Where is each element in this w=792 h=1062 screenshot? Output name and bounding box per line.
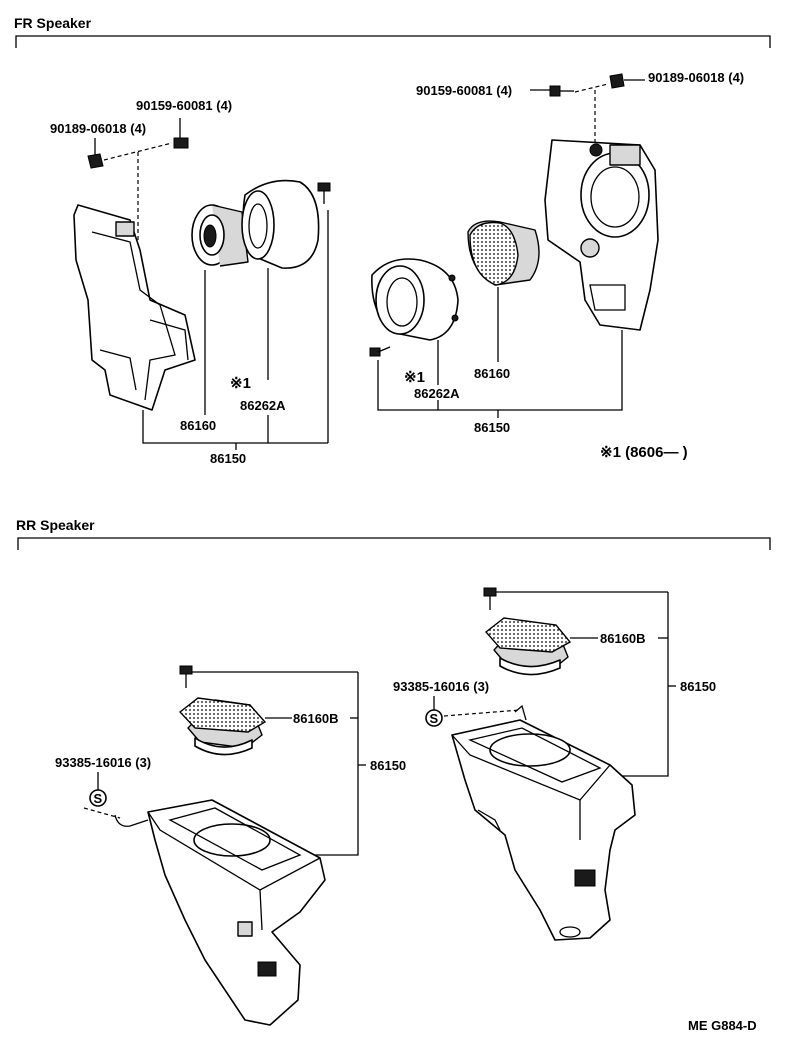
figure-code: ME G884-D	[688, 1018, 757, 1033]
fr-speaker-label: 86160	[474, 366, 510, 381]
fl-cover-86262A	[241, 179, 320, 269]
fl-screw	[173, 118, 189, 149]
fl-assembly-bracket-line	[142, 410, 328, 444]
fr-screw	[530, 85, 574, 97]
fr-cover-86262A	[371, 258, 459, 341]
fr-cover-label: 86262A	[414, 386, 460, 401]
rear-right-group: 86160B 86150 93385-16016 (3) S	[393, 587, 716, 941]
fl-nut	[87, 138, 104, 169]
footnote: ※1 (8606— )	[600, 444, 688, 461]
rear-section-bracket	[17, 537, 771, 550]
rr-assembly-bracket-line	[612, 592, 669, 777]
fl-screw-label: 90159-60081 (4)	[136, 98, 232, 113]
rl-housing	[114, 799, 326, 1026]
fr-assembly-label: 86150	[474, 420, 510, 435]
rr-clip: S	[425, 709, 443, 727]
svg-text:S: S	[430, 711, 439, 726]
rear-section-title: RR Speaker	[16, 517, 95, 533]
front-left-group: 90159-60081 (4) 90189-06018 (4)	[50, 98, 331, 466]
rl-assembly-bracket-line	[290, 672, 359, 856]
fr-speaker-86160	[467, 220, 540, 286]
rl-speaker-86160B	[178, 697, 267, 756]
rl-speaker-label: 86160B	[293, 711, 339, 726]
fr-small-screw	[369, 346, 391, 357]
fl-small-screw	[317, 182, 331, 204]
fr-nut-label: 90189-06018 (4)	[648, 70, 744, 85]
rr-assembly-label: 86150	[680, 679, 716, 694]
fl-bracket	[73, 204, 196, 411]
rl-clip-label: 93385-16016 (3)	[55, 755, 151, 770]
rr-clip-label: 93385-16016 (3)	[393, 679, 489, 694]
fl-assembly-label: 86150	[210, 451, 246, 466]
front-right-group: 90159-60081 (4) 90189-06018 (4)	[369, 70, 744, 435]
rr-screw	[483, 587, 497, 610]
fl-cover-label: 86262A	[240, 398, 286, 413]
rear-left-group: 86160B 86150 93385-16016 (3) S	[55, 665, 406, 1026]
rl-dash-clip	[83, 807, 121, 819]
fl-note-mark: ※1	[230, 375, 251, 392]
fr-nut	[609, 73, 645, 89]
front-section-bracket	[15, 35, 771, 48]
rr-speaker-86160B	[484, 617, 572, 676]
svg-text:S: S	[94, 791, 103, 806]
fl-speaker-label: 86160	[180, 418, 216, 433]
rr-dash-clip	[443, 709, 521, 717]
fr-assembly-bracket-line	[377, 330, 623, 411]
fl-speaker-86160	[191, 204, 249, 267]
rr-housing	[451, 704, 636, 941]
rl-clip: S	[89, 789, 107, 807]
fl-nut-label: 90189-06018 (4)	[50, 121, 146, 136]
rl-screw	[179, 665, 193, 688]
fl-dash-nut-screw	[103, 142, 173, 161]
fr-bracket	[544, 139, 659, 331]
rl-assembly-label: 86150	[370, 758, 406, 773]
rr-speaker-label: 86160B	[600, 631, 646, 646]
fr-screw-label: 90159-60081 (4)	[416, 83, 512, 98]
fr-note-mark: ※1	[404, 369, 425, 386]
front-section-title: FR Speaker	[14, 15, 92, 31]
fr-dash-nut-screw	[574, 83, 609, 93]
